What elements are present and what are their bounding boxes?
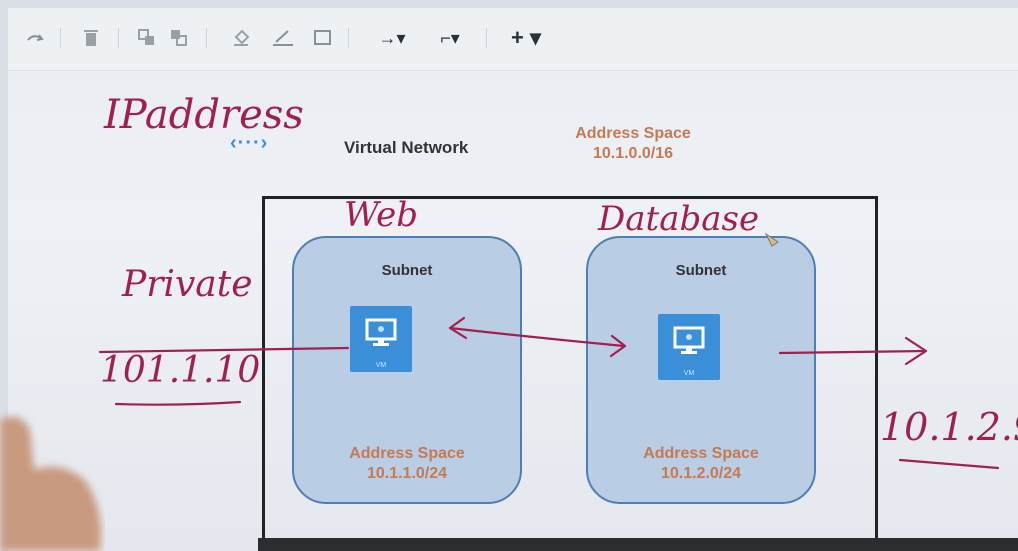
ink-ip-web-text: 101.1.10 — [100, 350, 260, 391]
vnet-space-value: 10.1.0.0/16 — [592, 145, 674, 162]
insert-icon[interactable]: + ▾ — [510, 25, 541, 50]
ink-underline-db — [898, 458, 1000, 470]
monitor-icon — [673, 326, 705, 354]
waypoints-icon[interactable]: ⌐▾ — [440, 27, 460, 48]
vnet-label: Virtual Network — [344, 138, 469, 157]
ink-arrowhead-db — [904, 336, 928, 366]
connection-icon[interactable]: →▾ — [378, 27, 406, 48]
delete-icon[interactable] — [80, 26, 102, 50]
vm-label: VM — [375, 362, 387, 369]
shadow-icon[interactable] — [312, 26, 334, 50]
whiteboard-screen: →▾ ⌐▾ + ▾ ‹···› Virtual Network Address … — [8, 8, 1018, 551]
presenter-hand — [0, 416, 101, 551]
line-color-icon[interactable] — [270, 26, 296, 50]
to-back-icon[interactable] — [168, 26, 190, 50]
ink-ip-db-text: 10.1.2.9 — [880, 405, 1018, 449]
vnet-address-space: Address Space 10.1.0.0/16 — [548, 124, 718, 164]
subnet-title: Subnet — [381, 262, 433, 279]
subnet-space-value: 10.1.1.0/24 — [366, 465, 448, 482]
subnet-space-label: Address Space — [349, 445, 465, 462]
subnet-title: Subnet — [675, 262, 727, 279]
subnet-space-value: 10.1.2.0/24 — [660, 465, 742, 482]
diagram-toolbar: →▾ ⌐▾ + ▾ — [8, 8, 1018, 71]
subnet-address-space: Address Space 10.1.1.0/24 — [294, 444, 520, 484]
ink-underline-web — [114, 400, 242, 406]
ink-ip-address-text: IPaddress — [103, 92, 304, 138]
subnet-database[interactable]: Subnet VM Address Space 10.1.2.0/24 — [586, 236, 816, 504]
vm-database[interactable]: VM — [658, 314, 720, 380]
subnet-address-space: Address Space 10.1.2.0/24 — [588, 444, 814, 484]
vnet-space-label: Address Space — [575, 125, 691, 142]
fill-color-icon[interactable] — [230, 26, 252, 50]
ink-private-text: Private — [121, 264, 253, 305]
undo-icon[interactable] — [24, 26, 46, 50]
vnet-icon: ‹···› — [230, 132, 269, 154]
monitor-icon — [365, 318, 397, 346]
subnet-space-label: Address Space — [643, 445, 759, 462]
video-caption-bar — [258, 538, 1018, 551]
vm-label: VM — [683, 370, 695, 377]
vm-web[interactable]: VM — [350, 306, 412, 372]
to-front-icon[interactable] — [136, 26, 158, 50]
subnet-web[interactable]: Subnet VM Address Space 10.1.1.0/24 — [292, 236, 522, 504]
